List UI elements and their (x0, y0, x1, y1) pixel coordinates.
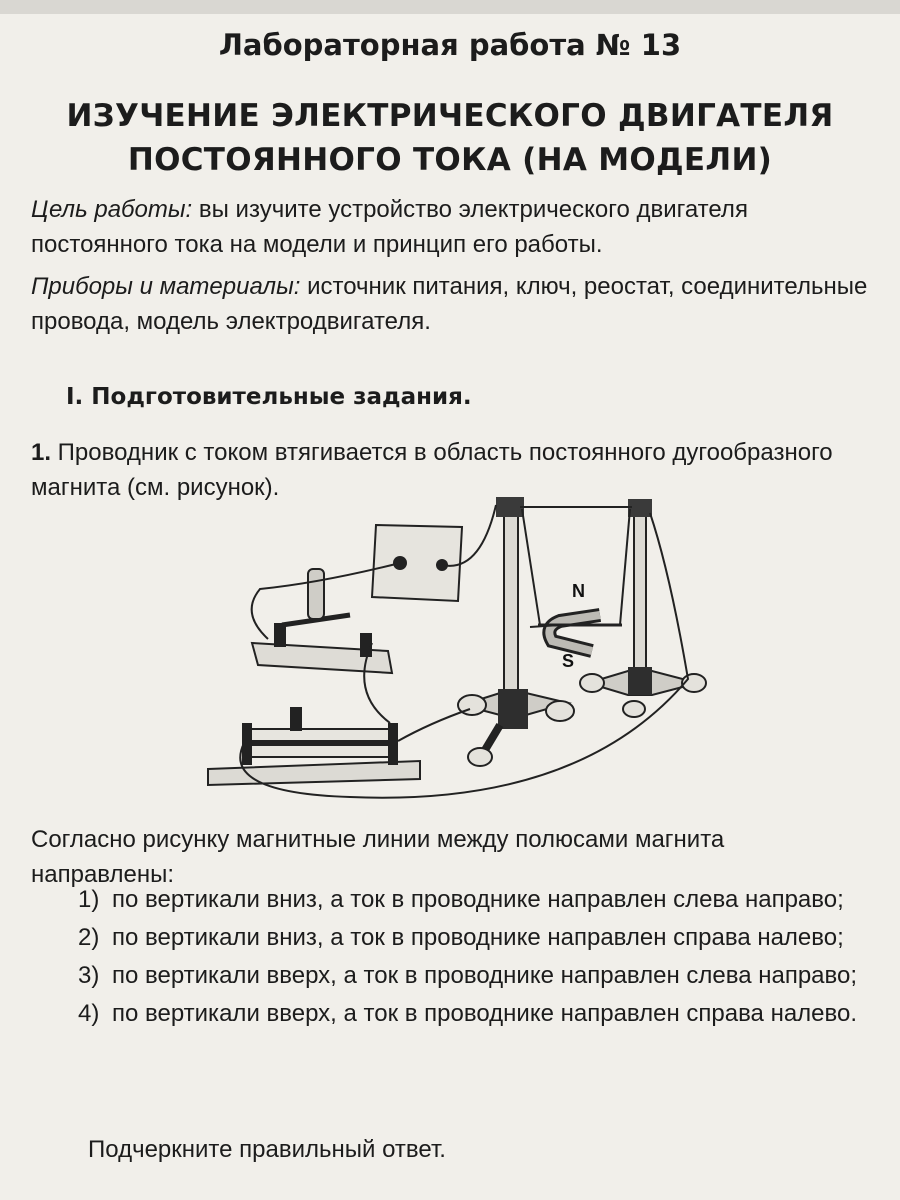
goal-label: Цель работы: (31, 196, 193, 223)
option-number: 4) (78, 1000, 100, 1027)
north-pole-label: N (572, 581, 585, 601)
option-number: 1) (78, 886, 100, 913)
left-stand (457, 497, 575, 767)
option-text: по вертикали вниз, а ток в проводнике на… (112, 886, 844, 913)
materials-paragraph: Приборы и материалы: источник питания, к… (31, 269, 871, 339)
title-line-2: ПОСТОЯННОГО ТОКА (НА МОДЕЛИ) (127, 142, 773, 178)
page-title: ИЗУЧЕНИЕ ЭЛЕКТРИЧЕСКОГО ДВИГАТЕЛЯ ПОСТОЯ… (0, 94, 900, 182)
horseshoe-magnet (529, 608, 602, 658)
task-1-paragraph: 1. Проводник с током втягивается в облас… (31, 435, 871, 505)
answer-option-1[interactable]: 1) по вертикали вниз, а ток в проводнике… (78, 884, 878, 916)
answer-instruction: Подчеркните правильный ответ. (88, 1136, 446, 1163)
key-switch (250, 568, 394, 675)
answer-option-2[interactable]: 2) по вертикали вниз, а ток в проводнике… (78, 922, 878, 954)
power-source-board (370, 523, 464, 603)
option-text: по вертикали вниз, а ток в проводнике на… (112, 924, 844, 951)
goal-text: вы изучите устройство электрического дви… (31, 196, 748, 258)
connecting-wires (239, 504, 690, 799)
answer-option-3[interactable]: 3) по вертикали вверх, а ток в проводник… (78, 960, 878, 992)
option-text: по вертикали вверх, а ток в проводнике н… (112, 1000, 858, 1027)
task-1-number: 1. (31, 439, 52, 466)
option-number: 3) (78, 962, 100, 989)
right-stand (579, 499, 707, 718)
hanging-conductor (521, 508, 631, 627)
section-heading: I. Подготовительные задания. (66, 384, 472, 410)
motor-setup-figure: N S (207, 497, 707, 799)
option-number: 2) (78, 924, 100, 951)
answer-options: 1) по вертикали вниз, а ток в проводнике… (78, 884, 878, 1030)
south-pole-label: S (562, 651, 574, 671)
lab-number-heading: Лабораторная работа № 13 (218, 28, 682, 62)
materials-text: источник питания, ключ, реостат, соедини… (31, 273, 868, 335)
option-text: по вертикали вверх, а ток в проводнике н… (112, 962, 858, 989)
goal-paragraph: Цель работы: вы изучите устройство элект… (31, 192, 871, 262)
question-text: Согласно рисунку магнитные линии между п… (31, 826, 725, 888)
rheostat (207, 707, 421, 787)
task-1-text: Проводник с током втягивается в область … (31, 439, 833, 501)
page-top-edge (0, 0, 900, 14)
answer-option-4[interactable]: 4) по вертикали вверх, а ток в проводник… (78, 998, 878, 1030)
materials-label: Приборы и материалы: (31, 273, 301, 300)
title-line-1: ИЗУЧЕНИЕ ЭЛЕКТРИЧЕСКОГО ДВИГАТЕЛЯ (66, 98, 834, 134)
